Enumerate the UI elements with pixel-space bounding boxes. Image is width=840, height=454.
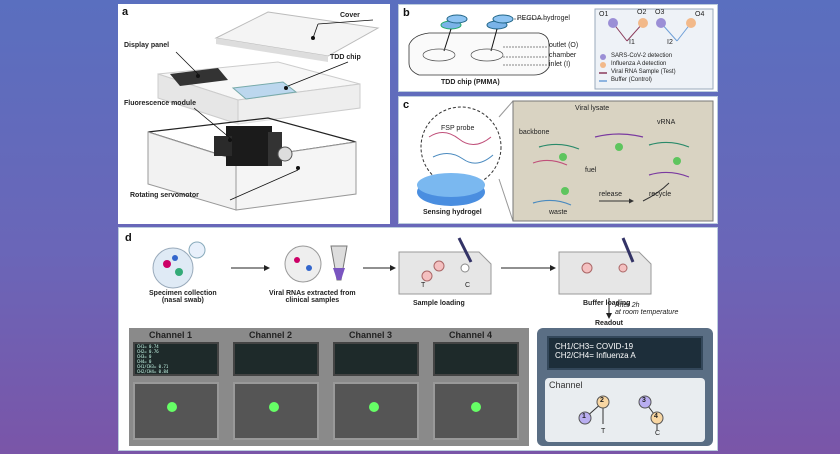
screen-photo-4 [433,342,519,376]
channel-num-4: 4 [654,413,658,420]
step-specimen: Specimen collection (nasal swab) [149,290,217,304]
panel-d: d Specimen collection (nasal swab) Viral… [118,227,718,451]
readout-device: CH1/CH3= COVID-19 CH2/CH4= Influenza A C… [537,328,713,446]
label-viral-lysate: Viral lysate [575,105,610,112]
panel-b-label: b [403,7,410,19]
channel-diagram [578,395,664,430]
panel-b: b PEGDA hydrogel outlet (O) chamber inle… [398,4,718,92]
step-sample-loading: Sample loading [413,300,465,307]
node-o2: O2 [637,9,647,16]
step-buffer-loading: Buffer loading [583,300,631,307]
screen-line: CH2/CH4= 0.84 [137,369,169,374]
green-spot-3 [369,402,379,412]
channel-4-title: Channel 4 [449,330,493,340]
label-recycle: recycle [649,191,672,198]
channel-1-title: Channel 1 [149,330,193,340]
label-backbone: backbone [519,129,550,136]
panel-a-label: a [122,6,129,18]
label-sensing-hydrogel: Sensing hydrogel [423,209,482,216]
label-hydrogel: PEGDA hydrogel [517,15,570,22]
label-chamber: chamber [549,52,577,59]
label-fuel: fuel [585,167,597,174]
label-outlet: outlet (O) [549,42,579,49]
device-illustration [147,11,380,211]
screen-photo-3 [333,342,419,376]
screen-line: CH3= 0 [137,354,152,359]
chip-c-label: C [465,282,471,289]
screen-line: CH2= 0.76 [137,349,159,354]
green-spot-2 [269,402,279,412]
legend-viral-rna: Viral RNA Sample (Test) [611,69,676,75]
tdd-chip-schematic [408,8,714,90]
legend-sars: SARS-CoV-2 detection [611,53,673,59]
callout-fluorescence-module: Fluorescence module [124,100,196,107]
after-2h-note: After 2h at room temperature [615,302,679,316]
screen-photo-1 [133,342,219,376]
callout-cover: Cover [340,12,360,19]
panel-c: c FSP probe Sensing hydrogel Viral lysat… [398,96,718,224]
channel-t-label: T [601,428,606,435]
label-release: release [599,191,622,198]
readout-screen: CH1/CH3= COVID-19 CH2/CH4= Influenza A [547,336,703,370]
screen-line: CH1/CH3= 0.71 [137,364,169,369]
chip-t-label: T [421,282,426,289]
node-o4: O4 [695,11,705,18]
readout-label: Readout [595,320,623,327]
readout-line-2: CH2/CH4= Influenza A [555,351,636,360]
screen-photo-2 [233,342,319,376]
screen-line: CH4= 0 [137,359,152,364]
green-spot-1 [167,402,177,412]
channel-card-title: Channel [549,380,583,390]
label-waste: waste [549,209,568,216]
channel-3-title: Channel 3 [349,330,393,340]
panel-d-label: d [125,232,132,244]
green-spot-4 [471,402,481,412]
callout-display-panel: Display panel [124,42,170,49]
workflow-illustration [152,237,652,319]
node-i2: I2 [667,39,673,46]
label-vrna: vRNA [657,119,676,126]
node-i1: I1 [629,39,635,46]
legend-buffer: Buffer (Control) [611,77,652,83]
label-fsp-probe: FSP probe [441,125,475,132]
channel-2-title: Channel 2 [249,330,293,340]
readout-line-1: CH1/CH3= COVID-19 [555,342,634,351]
channel-num-2: 2 [600,397,604,404]
label-tdd-chip: TDD chip (PMMA) [441,79,500,86]
sensing-mechanism [417,100,714,222]
callout-tdd-chip: TDD chip [330,54,361,61]
panel-c-label: c [403,99,410,111]
node-o1: O1 [599,11,609,18]
channel-grid: Channel 1 Channel 2 Channel 3 Channel 4 … [129,328,529,446]
screen-text-1: CH1= 0.74 CH2= 0.76 CH3= 0 CH4= 0 CH1/CH… [137,344,168,374]
panel-a: a Cover Display panel TDD ch [118,4,390,224]
node-o3: O3 [655,9,665,16]
label-inlet: inlet (I) [549,61,571,68]
channel-card: Channel 1 2 3 4 T C [545,378,705,442]
device-photo-1 [133,382,219,440]
callout-rotating-servomotor: Rotating servomotor [130,192,199,199]
step-extraction: Viral RNAs extracted from clinical sampl… [269,290,356,304]
channel-c-label: C [655,430,661,437]
screen-line: CH1= 0.74 [137,344,159,349]
channel-num-3: 3 [642,397,646,404]
channel-num-1: 1 [582,413,586,420]
legend-influenza: Influenza A detection [611,61,667,67]
